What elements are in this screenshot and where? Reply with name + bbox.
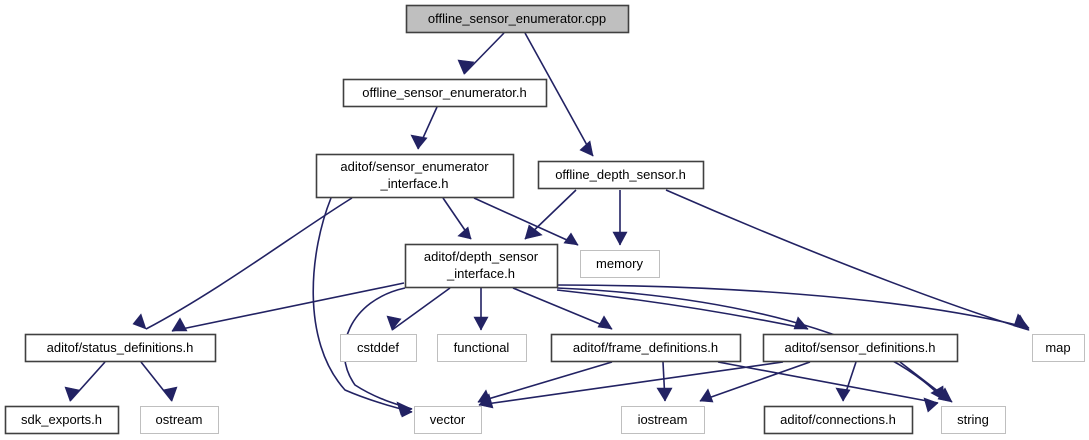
node-label-string: string <box>957 412 989 427</box>
node-label-memory: memory <box>596 256 643 271</box>
node-box-root[interactable] <box>405 4 630 34</box>
node-label-dsensif-line2: _interface.h <box>446 266 515 281</box>
node-box-cstddef[interactable] <box>340 334 417 362</box>
node-label-vector: vector <box>430 412 466 427</box>
node-box-ostream[interactable] <box>140 406 219 434</box>
node-functional[interactable]: functional <box>437 334 527 362</box>
node-odsensor[interactable]: offline_depth_sensor.h <box>537 160 705 190</box>
arrowhead-icon <box>524 224 543 240</box>
node-box-osenh[interactable] <box>342 78 548 108</box>
node-iostream[interactable]: iostream <box>621 406 705 434</box>
arrowhead-icon <box>563 232 579 246</box>
node-label-osenh: offline_sensor_enumerator.h <box>362 85 527 100</box>
node-ostream[interactable]: ostream <box>140 406 219 434</box>
node-box-framedef[interactable] <box>550 333 742 363</box>
edge-framedef-to-string <box>717 361 939 404</box>
node-sensordef[interactable]: aditof/sensor_definitions.h <box>762 333 959 363</box>
edge-dsensif-to-sensordef <box>556 289 809 330</box>
node-label-sdkexports: sdk_exports.h <box>21 412 102 427</box>
node-osenh[interactable]: offline_sensor_enumerator.h <box>342 78 548 108</box>
node-box-dsensif[interactable] <box>404 243 559 289</box>
arrowhead-icon <box>579 140 594 157</box>
node-label-ostream: ostream <box>156 412 203 427</box>
edge-sensordef-to-vector <box>478 361 784 406</box>
arrowhead-icon <box>1013 313 1030 329</box>
arrowhead-icon <box>410 134 428 150</box>
edge-sensordef-to-iostream <box>699 361 811 402</box>
node-label-iostream: iostream <box>638 412 688 427</box>
node-senumif[interactable]: aditof/sensor_enumerator _interface.h <box>315 153 515 199</box>
node-box-memory[interactable] <box>580 250 660 278</box>
node-box-functional[interactable] <box>437 334 527 362</box>
node-box-string[interactable] <box>941 406 1006 434</box>
arrowhead-icon <box>473 316 489 331</box>
node-label-connections: aditof/connections.h <box>780 412 896 427</box>
arrowhead-icon <box>699 388 714 403</box>
node-box-odsensor[interactable] <box>537 160 705 190</box>
edge-senumif-to-memory <box>473 197 579 246</box>
node-label-sensordef: aditof/sensor_definitions.h <box>784 340 935 355</box>
arrowhead-icon <box>656 387 673 402</box>
edge-odsensor-to-map <box>665 189 1030 331</box>
node-label-dsensif-line1: aditof/depth_sensor <box>424 249 539 264</box>
node-root[interactable]: offline_sensor_enumerator.cpp <box>405 4 630 34</box>
arrowhead-icon <box>478 393 494 409</box>
arrowhead-icon <box>64 386 80 402</box>
node-label-odsensor: offline_depth_sensor.h <box>555 167 686 182</box>
node-box-statusdef[interactable] <box>24 333 217 363</box>
edge-dsensif-to-string <box>556 287 945 401</box>
node-label-senumif-line1: aditof/sensor_enumerator <box>340 159 489 174</box>
arrowhead-icon <box>457 59 475 75</box>
arrowhead-icon <box>835 387 851 402</box>
node-label-senumif-line2: _interface.h <box>380 176 449 191</box>
edge-dsensif-to-framedef <box>512 287 613 330</box>
arrowhead-icon <box>132 313 147 330</box>
arrowhead-icon <box>937 387 953 403</box>
node-box-map[interactable] <box>1032 334 1085 362</box>
node-label-functional: functional <box>454 340 510 355</box>
node-statusdef[interactable]: aditof/status_definitions.h <box>24 333 217 363</box>
arrowhead-icon <box>457 226 472 240</box>
node-dsensif[interactable]: aditof/depth_sensor _interface.h <box>404 243 559 289</box>
edge-root-to-odsensor <box>524 32 594 157</box>
node-box-senumif[interactable] <box>315 153 515 199</box>
node-label-map: map <box>1045 340 1070 355</box>
node-box-sdkexports[interactable] <box>4 405 120 435</box>
node-vector[interactable]: vector <box>414 406 482 434</box>
edge-root-to-osenh <box>463 32 505 75</box>
node-box-connections[interactable] <box>763 405 914 435</box>
node-box-vector[interactable] <box>414 406 482 434</box>
edge-dsensif-to-cstddef <box>391 287 451 331</box>
edge-statusdef-to-sdkexports <box>69 361 106 402</box>
edge-senumif-to-vector <box>312 197 413 413</box>
node-map[interactable]: map <box>1032 334 1085 362</box>
arrowhead-icon <box>386 315 402 331</box>
node-sdkexports[interactable]: sdk_exports.h <box>4 405 120 435</box>
node-connections[interactable]: aditof/connections.h <box>763 405 914 435</box>
edge-framedef-to-vector <box>477 361 613 403</box>
edge-dsensif-to-vector <box>343 287 413 410</box>
edges-layer <box>64 32 1030 418</box>
node-label-root: offline_sensor_enumerator.cpp <box>428 11 606 26</box>
edge-senumif-to-statusdef <box>145 197 353 330</box>
node-framedef[interactable]: aditof/frame_definitions.h <box>550 333 742 363</box>
nodes-layer: offline_sensor_enumerator.cpp offline_sen… <box>4 4 1085 435</box>
arrowhead-icon <box>923 397 939 413</box>
node-memory[interactable]: memory <box>580 250 660 278</box>
arrowhead-icon <box>612 231 628 246</box>
arrowhead-icon <box>162 386 178 402</box>
node-label-framedef: aditof/frame_definitions.h <box>573 340 718 355</box>
arrowhead-icon <box>171 317 188 332</box>
node-box-iostream[interactable] <box>621 406 705 434</box>
edge-dsensif-to-map <box>556 284 1030 329</box>
node-cstddef[interactable]: cstddef <box>340 334 417 362</box>
edge-dsensif-to-statusdef <box>171 282 405 332</box>
node-label-statusdef: aditof/status_definitions.h <box>47 340 194 355</box>
arrowhead-icon <box>597 315 613 330</box>
arrowhead-icon <box>396 401 413 416</box>
node-box-sensordef[interactable] <box>762 333 959 363</box>
node-string[interactable]: string <box>941 406 1006 434</box>
node-label-cstddef: cstddef <box>357 340 399 355</box>
